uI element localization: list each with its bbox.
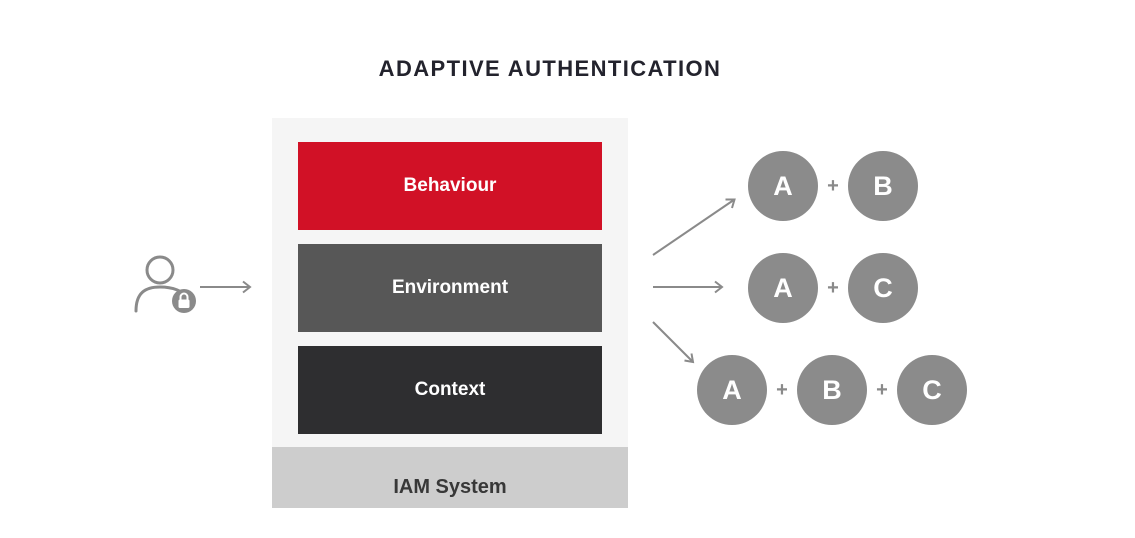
factor-circle: A: [748, 151, 818, 221]
factor-circle: A: [748, 253, 818, 323]
factor-circle: B: [797, 355, 867, 425]
factor-circle: B: [848, 151, 918, 221]
factor-circle: C: [897, 355, 967, 425]
plus-sign: +: [876, 378, 888, 401]
iam-system-band: IAM System: [272, 447, 628, 508]
plus-sign: +: [827, 174, 839, 197]
combination-row-a-b: A + B: [748, 151, 918, 221]
iam-system-label: IAM System: [393, 476, 507, 498]
factor-bar-behaviour: Behaviour: [298, 142, 602, 230]
plus-sign: +: [776, 378, 788, 401]
arrow-right-icon: [200, 280, 252, 294]
pipeline-panel: Behaviour Environment Context IAM System: [272, 118, 628, 508]
plus-sign: +: [827, 276, 839, 299]
page-title: ADAPTIVE AUTHENTICATION: [378, 56, 722, 81]
arrow-down-right-icon: [652, 321, 695, 364]
factor-label: Context: [414, 379, 486, 400]
combination-row-a-c: A + C: [748, 253, 918, 323]
combination-row-a-b-c: A + B + C: [697, 355, 967, 425]
factor-label: Environment: [391, 277, 509, 298]
factor-bar-environment: Environment: [298, 244, 602, 332]
factor-circle: A: [697, 355, 767, 425]
fan-arrows: [652, 198, 736, 364]
factor-bar-context: Context: [298, 346, 602, 434]
factor-label: Behaviour: [403, 175, 497, 196]
user-lock-icon: [134, 255, 196, 313]
arrow-right-icon: [653, 280, 724, 294]
arrow-up-right-icon: [652, 198, 736, 256]
factor-circle: C: [848, 253, 918, 323]
